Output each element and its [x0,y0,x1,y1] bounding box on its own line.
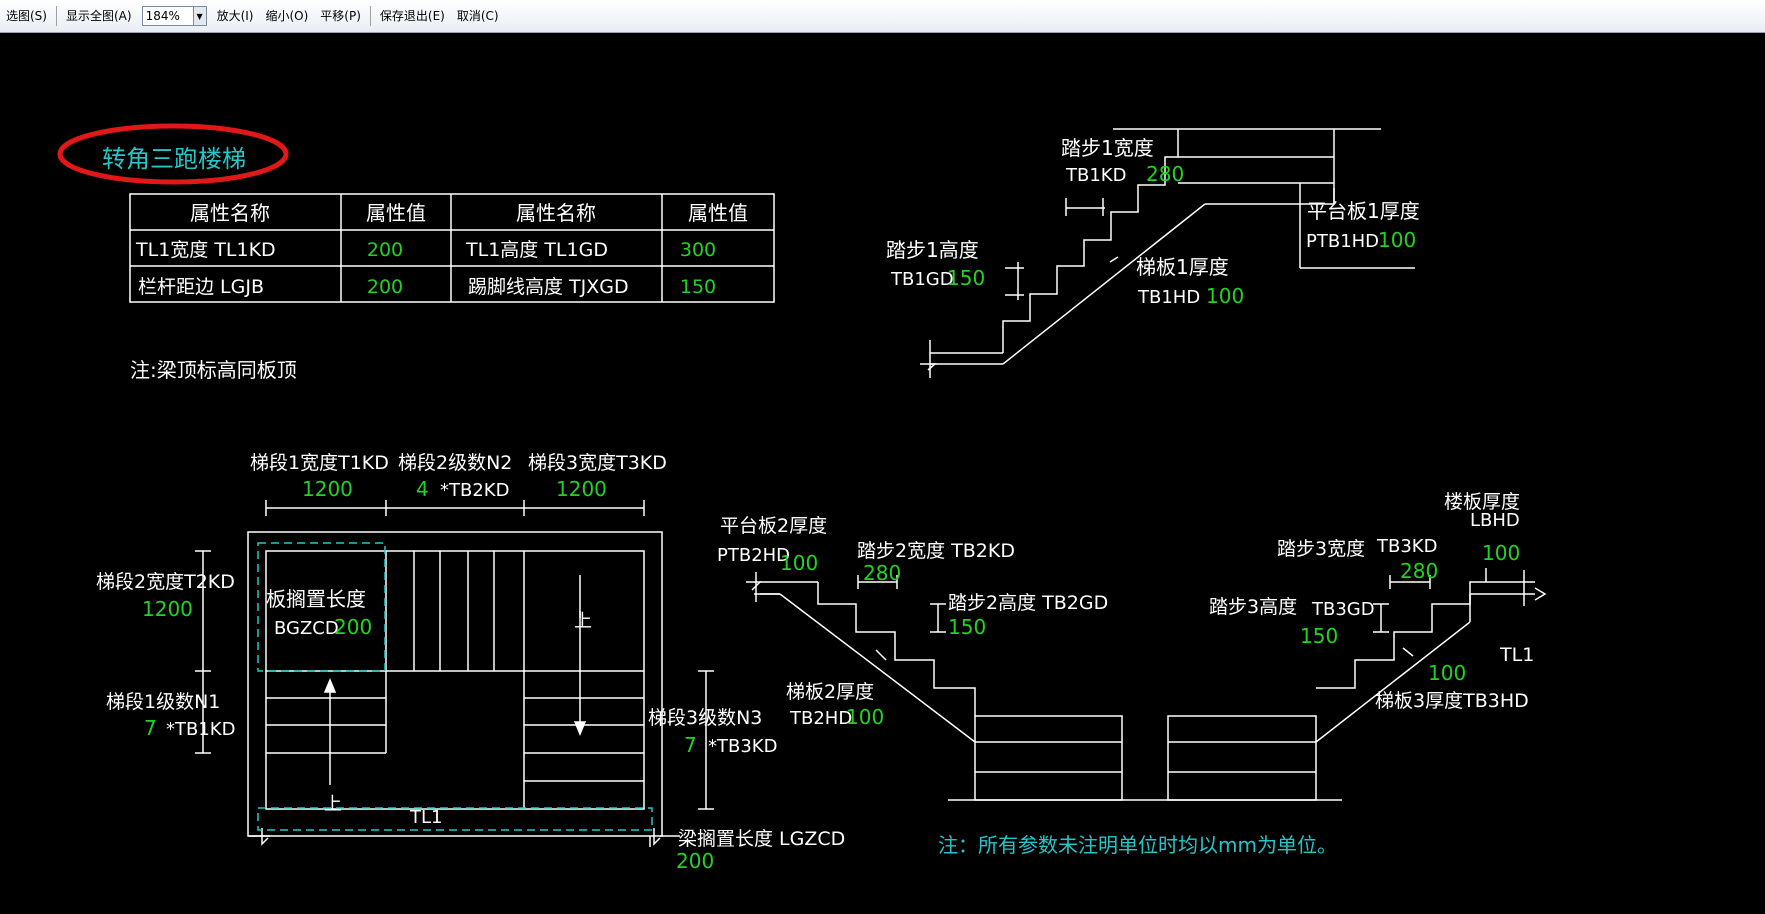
table-cell: TL1宽度 TL1KD [135,239,276,261]
s2-step2-height-label: 踏步2高度 TB2GD [948,592,1108,614]
table-cell: 200 [367,276,403,298]
table-header: 属性值 [366,201,426,225]
s1-step-width-label: 踏步1宽度 [1061,136,1154,160]
s2-step3-width-value: 280 [1400,559,1438,583]
s2-step3-height-label: 踏步3高度 [1209,596,1297,618]
s2-tl1-label: TL1 [1499,644,1534,666]
plan-up-label-2: 上 [574,611,592,632]
show-all-button[interactable]: 显示全图(A) [65,9,132,23]
s1-step-height-value: 150 [947,266,985,290]
property-table-grid [129,193,775,303]
pan-button[interactable]: 平移(P) [320,9,361,23]
toolbar-separator [55,6,57,26]
title-highlight-ellipse [57,123,289,185]
select-button[interactable]: 选图(S) [6,9,47,23]
plan-seg3-width-value: 1200 [556,477,607,501]
plan-seg1-steps-value: 7 [144,716,157,740]
units-note: 注：所有参数未注明单位时均以mm为单位。 [938,833,1337,857]
plan-slab-rest-label: 板搁置长度 [266,587,366,611]
chevron-down-icon[interactable]: ▼ [192,7,206,25]
plan-seg1-width-value: 1200 [302,477,353,501]
stair-type-title: 转角三跑楼梯 [102,145,246,173]
s2-slab2-thick-value: 100 [846,705,884,729]
table-header: 属性值 [688,201,748,225]
s1-slab-thick-code: TB1HD [1137,287,1200,308]
s2-floor-thick-value: 100 [1482,541,1520,565]
plan-drawing [195,500,714,847]
zoom-input[interactable] [142,7,193,25]
plan-seg2-steps-label: 梯段2级数N2 [398,452,512,474]
s2-step2-height-value: 150 [948,615,986,639]
table-header: 属性名称 [516,201,596,225]
table-cell: 150 [680,276,716,298]
s1-step-width-code: TB1KD [1065,165,1126,186]
s1-step-width-value: 280 [1146,162,1184,186]
s1-slab-thick-value: 100 [1206,284,1244,308]
zoom-out-button[interactable]: 缩小(O) [265,9,309,23]
toolbar-separator [369,6,371,26]
s2-landing-thick-value: 100 [780,551,818,575]
table-cell: 300 [680,239,716,261]
s2-step2-width-label: 踏步2宽度 TB2KD [857,540,1015,562]
s1-landing-thick-label: 平台板1厚度 [1307,199,1420,223]
drawing-canvas: 转角三跑楼梯 属性名称 属性值 属性名称 属性值 TL1宽度 TL1KD 200… [57,123,1547,873]
plan-seg1-steps-label: 梯段1级数N1 [106,691,220,713]
s1-landing-thick-value: 100 [1378,228,1416,252]
s1-step-height-code: TB1GD [890,269,954,290]
plan-seg2-steps-expr: *TB2KD [440,480,509,501]
s2-step3-height-value: 150 [1300,624,1338,648]
s2-floor-thick-label: 楼板厚度 [1444,491,1520,513]
s1-landing-thick-code: PTB1HD [1306,231,1379,252]
plan-up-label-1: 上 [324,794,342,815]
plan-slab-rest-code: BGZCD [274,618,339,639]
s2-slab2-thick-code: TB2HD [789,708,852,729]
plan-beam-rest-value: 200 [676,849,714,873]
table-cell: TL1高度 TL1GD [465,239,608,261]
s2-landing-thick-label: 平台板2厚度 [720,515,827,537]
s2-landing-thick-code: PTB2HD [717,545,790,566]
plan-tl1-label: TL1 [409,807,442,828]
s2-slab2-thick-label: 梯板2厚度 [786,681,874,703]
plan-slab-rest-value: 200 [334,615,372,639]
plan-seg2-width-label: 梯段2宽度T2KD [96,571,235,593]
plan-seg1-width-label: 梯段1宽度T1KD [250,452,389,474]
s2-slab3-value: 100 [1428,661,1466,685]
plan-seg2-width-value: 1200 [142,597,193,621]
table-header: 属性名称 [190,201,270,225]
plan-seg2-steps-value: 4 [416,477,429,501]
plan-seg3-steps-expr: *TB3KD [708,736,777,757]
zoom-select[interactable]: ▼ [141,6,207,26]
beam-note: 注:梁顶标高同板顶 [130,358,297,382]
s2-step2-width-value: 280 [863,561,901,585]
table-cell: 栏杆距边 LGJB [138,276,264,298]
plan-seg3-steps-value: 7 [684,733,697,757]
section1-drawing [920,128,1415,378]
plan-seg3-width-label: 梯段3宽度T3KD [528,452,667,474]
plan-seg3-steps-label: 梯段3级数N3 [648,707,762,729]
s1-slab-thick-label: 梯板1厚度 [1136,255,1229,279]
save-exit-button[interactable]: 保存退出(E) [379,9,445,23]
table-cell: 200 [367,239,403,261]
toolbar: 选图(S) 显示全图(A) ▼ 放大(I) 缩小(O) 平移(P) 保存退出(E… [0,0,1765,33]
cancel-button[interactable]: 取消(C) [456,9,499,23]
section2-drawing [746,568,1547,801]
s2-step3-width-code: TB3KD [1376,536,1437,557]
s2-slab3-thick-label: 梯板3厚度TB3HD [1375,690,1529,712]
plan-seg1-steps-expr: *TB1KD [166,719,235,740]
plan-beam-rest-label: 梁搁置长度 LGZCD [678,828,845,850]
s1-step-height-label: 踏步1高度 [886,238,979,262]
s2-floor-thick-code: LBHD [1470,510,1520,531]
s2-step3-width-label: 踏步3宽度 [1277,538,1365,560]
plan-dashed-outline [257,542,653,831]
s2-step3-height-code: TB3GD [1311,599,1375,620]
zoom-in-button[interactable]: 放大(I) [216,9,254,23]
table-cell: 踢脚线高度 TJXGD [468,276,629,298]
